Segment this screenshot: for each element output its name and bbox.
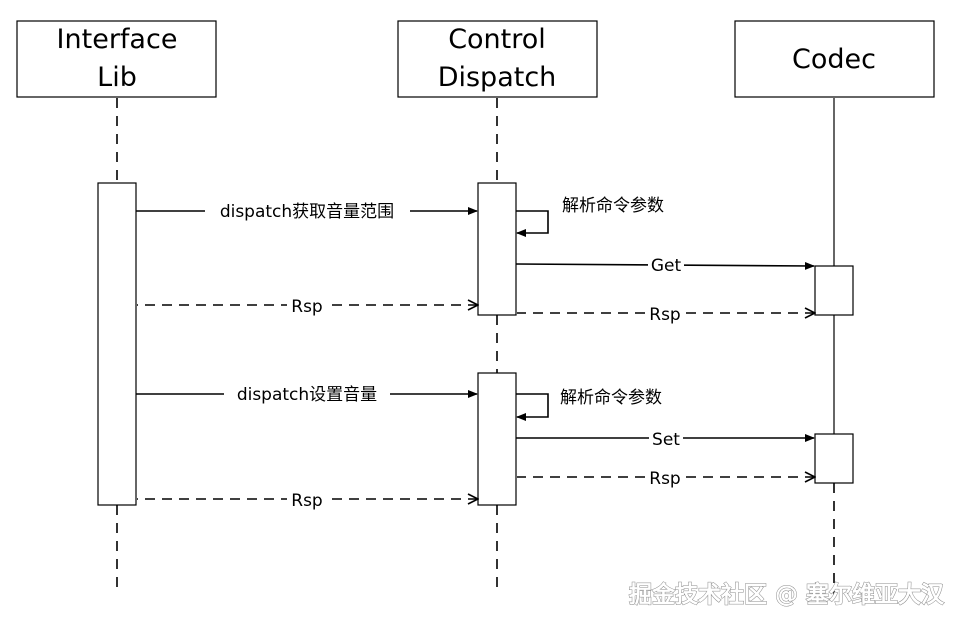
message-label-rsp-2: Rsp (291, 491, 322, 511)
message-label-codec-rsp-2: Rsp (649, 469, 680, 489)
message-label-codec-rsp-1: Rsp (649, 305, 680, 325)
activation-control-dispatch-2 (477, 372, 517, 506)
participant-label-control-dispatch-line1: Control (448, 24, 546, 55)
message-label-get: Get (651, 256, 682, 276)
self-call-arrow-m1 (516, 210, 549, 237)
participant-box-interface-lib (16, 20, 217, 98)
message-label-bg-rsp-2 (287, 488, 327, 512)
self-call-label-m2: 解析命令参数 (560, 388, 662, 408)
activation-interface-lib (97, 182, 137, 506)
watermark: 掘金技术社区 @ 塞尔维亚大汉 (629, 581, 945, 608)
activation-control-dispatch-1 (477, 182, 517, 316)
message-label-bg-m1 (205, 199, 410, 223)
self-call-label-m1: 解析命令参数 (562, 196, 664, 216)
message-label-bg-codec-rsp-2 (646, 466, 684, 490)
participant-box-codec (734, 20, 935, 98)
participant-label-control-dispatch-line2: Dispatch (438, 62, 557, 93)
activation-codec-2 (814, 433, 854, 484)
participant-label-interface-lib-line1: Interface (57, 24, 178, 55)
participant-label-interface-lib-line2: Lib (97, 62, 137, 93)
activation-codec-1 (814, 265, 854, 316)
message-label-bg-set (649, 427, 683, 451)
message-label-bg-rsp-1 (287, 294, 327, 318)
participant-label-codec: Codec (792, 44, 876, 75)
message-label-m2: dispatch设置音量 (237, 385, 377, 405)
message-label-bg-m2 (224, 382, 390, 406)
message-label-rsp-1: Rsp (291, 297, 322, 317)
participant-box-control-dispatch (397, 20, 598, 98)
message-label-bg-codec-rsp-1 (646, 302, 684, 326)
message-label-m1: dispatch获取音量范围 (220, 202, 394, 222)
message-label-bg-get (648, 253, 684, 277)
self-call-arrow-m2 (516, 393, 549, 421)
message-label-set: Set (652, 430, 680, 450)
